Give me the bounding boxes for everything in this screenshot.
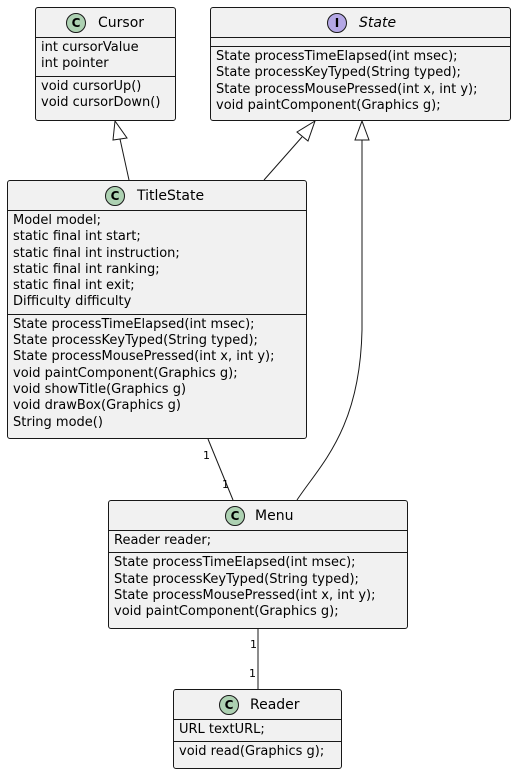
class-header: C Reader xyxy=(174,690,341,720)
method: State processTimeElapsed(int msec); xyxy=(13,316,255,332)
class-menu[interactable]: C Menu Reader reader; State processTimeE… xyxy=(108,500,408,629)
class-reader[interactable]: C Reader URL textURL; void read(Graphics… xyxy=(173,689,342,769)
inheritance-arrowhead-cursor xyxy=(112,119,128,141)
method: void read(Graphics g); xyxy=(179,744,325,760)
attribute: static final int start; xyxy=(13,229,141,245)
methods-section: State processTimeElapsed(int msec); Stat… xyxy=(211,47,510,117)
method: void cursorDown() xyxy=(41,94,161,110)
attribute: int cursorValue xyxy=(41,40,139,55)
method: State processKeyTyped(String typed); xyxy=(216,65,461,81)
class-c-icon: C xyxy=(105,186,125,206)
method: String mode() xyxy=(13,414,103,430)
class-c-icon: C xyxy=(219,695,239,715)
methods-section: State processTimeElapsed(int msec); Stat… xyxy=(8,315,306,434)
class-name: Reader xyxy=(250,697,300,713)
methods-section: void read(Graphics g); xyxy=(174,742,341,763)
method: State processTimeElapsed(int msec); xyxy=(114,555,356,571)
class-header: C Cursor xyxy=(36,8,175,38)
class-c-icon: C xyxy=(225,506,245,526)
class-header: I State xyxy=(211,8,510,38)
method: State processKeyTyped(String typed); xyxy=(114,571,359,587)
class-name: TitleState xyxy=(137,188,205,204)
interface-i-icon: I xyxy=(327,13,347,33)
class-name: Menu xyxy=(255,508,294,524)
method: State processMousePressed(int x, int y); xyxy=(13,349,275,365)
class-name: State xyxy=(359,15,397,31)
method: void cursorUp() xyxy=(41,78,142,94)
attribute: Reader reader; xyxy=(114,533,212,548)
method: void drawBox(Graphics g) xyxy=(13,398,181,414)
attributes-section: int cursorValue int pointer xyxy=(36,38,175,77)
methods-section: State processTimeElapsed(int msec); Stat… xyxy=(109,553,407,623)
method: void showTitle(Graphics g) xyxy=(13,381,187,397)
attribute: static final int instruction; xyxy=(13,245,180,261)
multiplicity-menu-reader-start: 1 xyxy=(250,638,257,651)
attribute: static final int ranking; xyxy=(13,261,160,277)
edge-menu-state xyxy=(296,140,363,501)
edge-titlestate-state xyxy=(263,136,303,181)
attributes-section xyxy=(211,38,510,47)
attribute: int pointer xyxy=(41,56,109,72)
class-header: C Menu xyxy=(109,501,407,531)
attributes-section: Model model; static final int start; sta… xyxy=(8,211,306,315)
method: State processKeyTyped(String typed); xyxy=(13,333,258,349)
class-name: Cursor xyxy=(98,15,145,31)
method: State processTimeElapsed(int msec); xyxy=(216,49,458,64)
realization-arrowhead-titlestate xyxy=(296,119,316,142)
edge-titlestate-cursor xyxy=(119,138,130,181)
method: void paintComponent(Graphics g); xyxy=(216,97,441,113)
method: void paintComponent(Graphics g); xyxy=(114,604,339,620)
edge-titlestate-menu xyxy=(207,438,234,501)
method: State processMousePressed(int x, int y); xyxy=(114,587,376,603)
attribute: Difficulty difficulty xyxy=(13,294,132,310)
attributes-section: URL textURL; xyxy=(174,720,341,743)
attribute: static final int exit; xyxy=(13,278,135,294)
multiplicity-reader-end: 1 xyxy=(249,667,256,680)
class-cursor[interactable]: C Cursor int cursorValue int pointer voi… xyxy=(35,7,176,121)
multiplicity-titlestate-end: 1 xyxy=(203,449,210,462)
methods-section: void cursorUp() void cursorDown() xyxy=(36,77,175,115)
attribute: URL textURL; xyxy=(179,722,265,737)
realization-arrowhead-menu xyxy=(354,119,370,141)
multiplicity-menu-end: 1 xyxy=(222,478,229,491)
attribute: Model model; xyxy=(13,213,102,228)
method: State processMousePressed(int x, int y); xyxy=(216,81,478,97)
class-header: C TitleState xyxy=(8,181,306,211)
attributes-section: Reader reader; xyxy=(109,531,407,554)
method: void paintComponent(Graphics g); xyxy=(13,365,238,381)
interface-state[interactable]: I State State processTimeElapsed(int mse… xyxy=(210,7,511,121)
class-titlestate[interactable]: C TitleState Model model; static final i… xyxy=(7,180,307,439)
class-c-icon: C xyxy=(66,13,86,33)
